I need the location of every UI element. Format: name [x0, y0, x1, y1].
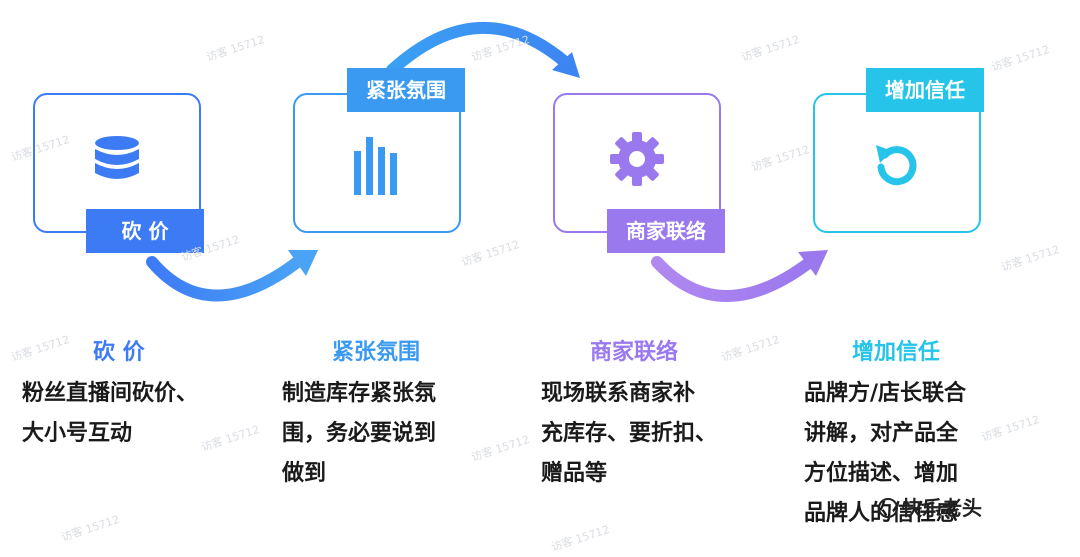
- arrow-3-head: [798, 250, 828, 276]
- wechat-icon: [878, 498, 898, 518]
- arrow-1-head: [288, 250, 318, 276]
- database-icon: [94, 135, 140, 191]
- desc-line: 讲解，对产品全: [804, 421, 959, 446]
- footer-text: 快乐老头: [902, 496, 982, 520]
- desc-line: 现场联系商家补: [541, 381, 696, 406]
- step-title-1: 砍 价: [93, 340, 145, 365]
- desc-line: 品牌方/店长联合: [804, 381, 967, 406]
- desc-line: 方位描述、增加: [804, 461, 959, 486]
- footer-brand: 快乐老头: [878, 492, 982, 521]
- step-desc-3: 现场联系商家补 充库存、要折扣、 赠品等: [541, 374, 761, 494]
- step-tag-1: 砍 价: [86, 209, 204, 253]
- step-desc-1: 粉丝直播间砍价、 大小号互动: [22, 374, 242, 454]
- desc-line: 充库存、要折扣、: [541, 421, 718, 446]
- step-title-2: 紧张氛围: [332, 340, 421, 365]
- step-tag-3: 商家联络: [607, 209, 725, 253]
- step-tag-4: 增加信任: [866, 68, 984, 112]
- step-card-4: [813, 93, 981, 233]
- desc-line: 围，务必要说到: [282, 421, 437, 446]
- desc-line: 做到: [282, 461, 327, 486]
- arrow-3: [651, 256, 816, 302]
- step-desc-2: 制造库存紧张氛 围，务必要说到 做到: [282, 374, 502, 494]
- arrow-2-head: [552, 52, 580, 78]
- desc-line: 制造库存紧张氛: [282, 381, 437, 406]
- step-title-4: 增加信任: [852, 340, 941, 365]
- arrow-1: [146, 254, 306, 302]
- refresh-icon: [872, 139, 922, 193]
- desc-line: 大小号互动: [22, 421, 133, 446]
- bar-chart-icon: [352, 137, 402, 199]
- arrow-2: [386, 21, 571, 76]
- step-title-3: 商家联络: [590, 340, 679, 365]
- step-card-2: [293, 93, 461, 233]
- desc-line: 粉丝直播间砍价、: [22, 381, 199, 406]
- step-tag-2: 紧张氛围: [347, 68, 465, 112]
- desc-line: 赠品等: [541, 461, 608, 486]
- gear-icon: [609, 131, 665, 191]
